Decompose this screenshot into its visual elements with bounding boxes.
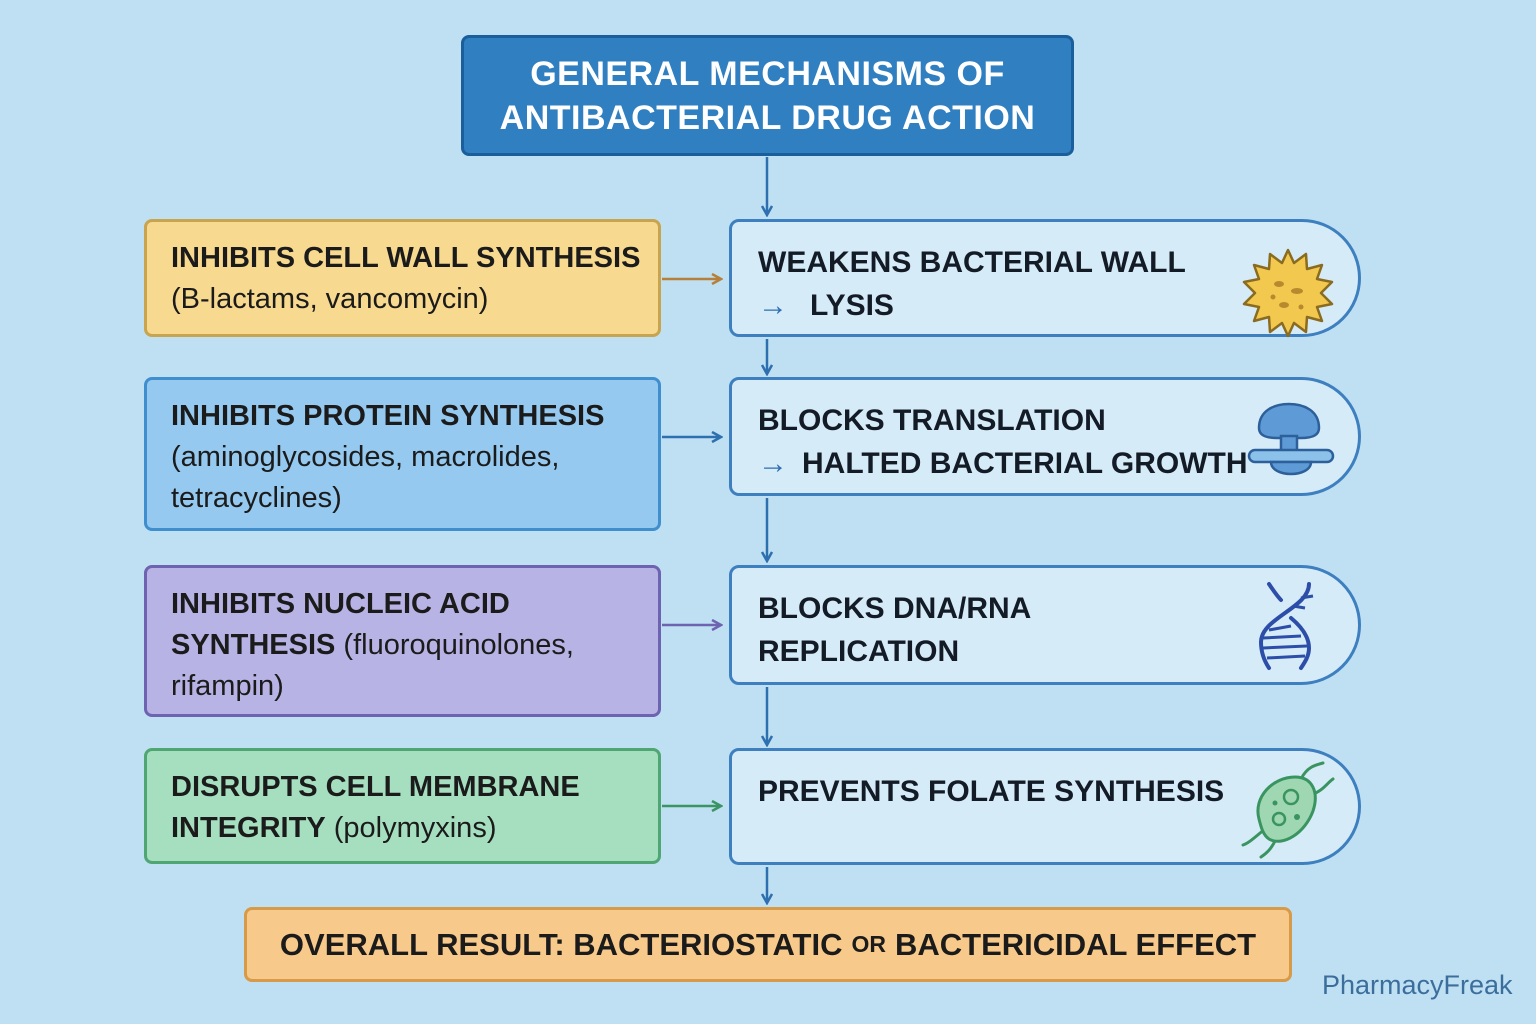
mechanism-2-line-2: (aminoglycosides, macrolides, [171,437,658,478]
mechanism-2-heading: INHIBITS PROTEIN SYNTHESIS [171,400,605,432]
mechanism-4-line-1: DISRUPTS CELL MEMBRANE [171,767,658,808]
mechanism-box-nucleic-acid: INHIBITS NUCLEIC ACID SYNTHESIS (fluoroq… [144,565,661,717]
mechanism-2-line-3: tetracyclines) [171,478,658,519]
mechanism-1-drugs: (B-lactams, vancomycin) [171,283,489,315]
effect-2-arrow: → [758,447,788,480]
effect-box-blocks-translation: BLOCKS TRANSLATION → HALTED BACTERIAL GRO… [729,377,1361,496]
mechanism-2-drugs-1: (aminoglycosides, macrolides, [171,441,560,473]
mechanism-4-line-2: INTEGRITY (polymyxins) [171,808,658,849]
effect-1-outcome: LYSIS [810,289,894,322]
effect-box-prevents-folate: PREVENTS FOLATE SYNTHESIS [729,748,1361,865]
mechanism-3-line-2: SYNTHESIS (fluoroquinolones, [171,625,658,666]
result-part-1: OVERALL RESULT: BACTERIOSTATIC [279,926,843,962]
mechanism-box-protein: INHIBITS PROTEIN SYNTHESIS (aminoglycosi… [144,377,661,531]
mechanism-4-heading-2: INTEGRITY [171,812,326,844]
effect-2-outcome: HALTED BACTERIAL GROWTH [802,447,1248,480]
effect-box-blocks-dna-rna: BLOCKS DNA/RNA REPLICATION [729,565,1361,685]
effect-3-line-1: BLOCKS DNA/RNA [758,592,1032,625]
mechanism-3-line-3: rifampin) [171,666,658,707]
bacterium-spiky-icon [1242,248,1334,338]
result-part-2: BACTERICIDAL EFFECT [895,926,1257,962]
effect-1-line-2: → LYSIS [758,284,1358,327]
title-line-2: ANTIBACTERIAL DRUG ACTION [499,98,1036,137]
mechanism-box-cell-wall: INHIBITS CELL WALL SYNTHESIS (B-lactams,… [144,219,661,337]
overall-result-box: OVERALL RESULT: BACTERIOSTATIC OR BACTER… [244,907,1292,982]
mechanism-3-heading-1: INHIBITS NUCLEIC ACID [171,588,510,620]
mechanism-4-heading-1: DISRUPTS CELL MEMBRANE [171,771,580,803]
dna-helix-icon [1258,582,1314,670]
mechanism-3-drugs-2: rifampin) [171,670,284,702]
mechanism-1-heading: INHIBITS CELL WALL SYNTHESIS [171,242,641,274]
effect-2-line-2: → HALTED BACTERIAL GROWTH [758,442,1358,485]
mechanism-4-drugs: (polymyxins) [325,812,497,844]
mechanism-2-drugs-2: tetracyclines) [171,482,342,514]
mechanism-1-line-2: (B-lactams, vancomycin) [171,279,658,320]
bacterium-flagella-icon [1241,761,1335,859]
effect-3-line-2: REPLICATION [758,635,960,668]
mechanism-3-heading-2: SYNTHESIS [171,629,336,661]
mechanism-box-membrane: DISRUPTS CELL MEMBRANE INTEGRITY (polymy… [144,748,661,864]
effect-1-line-1: WEAKENS BACTERIAL WALL [758,246,1186,279]
title-line-1: GENERAL MECHANISMS OF [530,54,1005,93]
effect-2-line-1: BLOCKS TRANSLATION [758,404,1106,437]
effect-4-line-1: PREVENTS FOLATE SYNTHESIS [758,775,1225,808]
ribosome-icon [1247,402,1335,476]
diagram-title: GENERAL MECHANISMS OF ANTIBACTERIAL DRUG… [461,35,1074,156]
effect-box-weakens-wall: WEAKENS BACTERIAL WALL → LYSIS [729,219,1361,338]
mechanism-3-line-1: INHIBITS NUCLEIC ACID [171,584,658,625]
effect-1-arrow: → [758,289,788,322]
result-or: OR [851,931,887,957]
watermark-logo: PharmacyFreak [1322,970,1513,1000]
mechanism-1-line-1: INHIBITS CELL WALL SYNTHESIS [171,238,658,279]
mechanism-2-line-1: INHIBITS PROTEIN SYNTHESIS [171,396,658,437]
mechanism-3-drugs-1: (fluoroquinolones, [335,629,574,661]
